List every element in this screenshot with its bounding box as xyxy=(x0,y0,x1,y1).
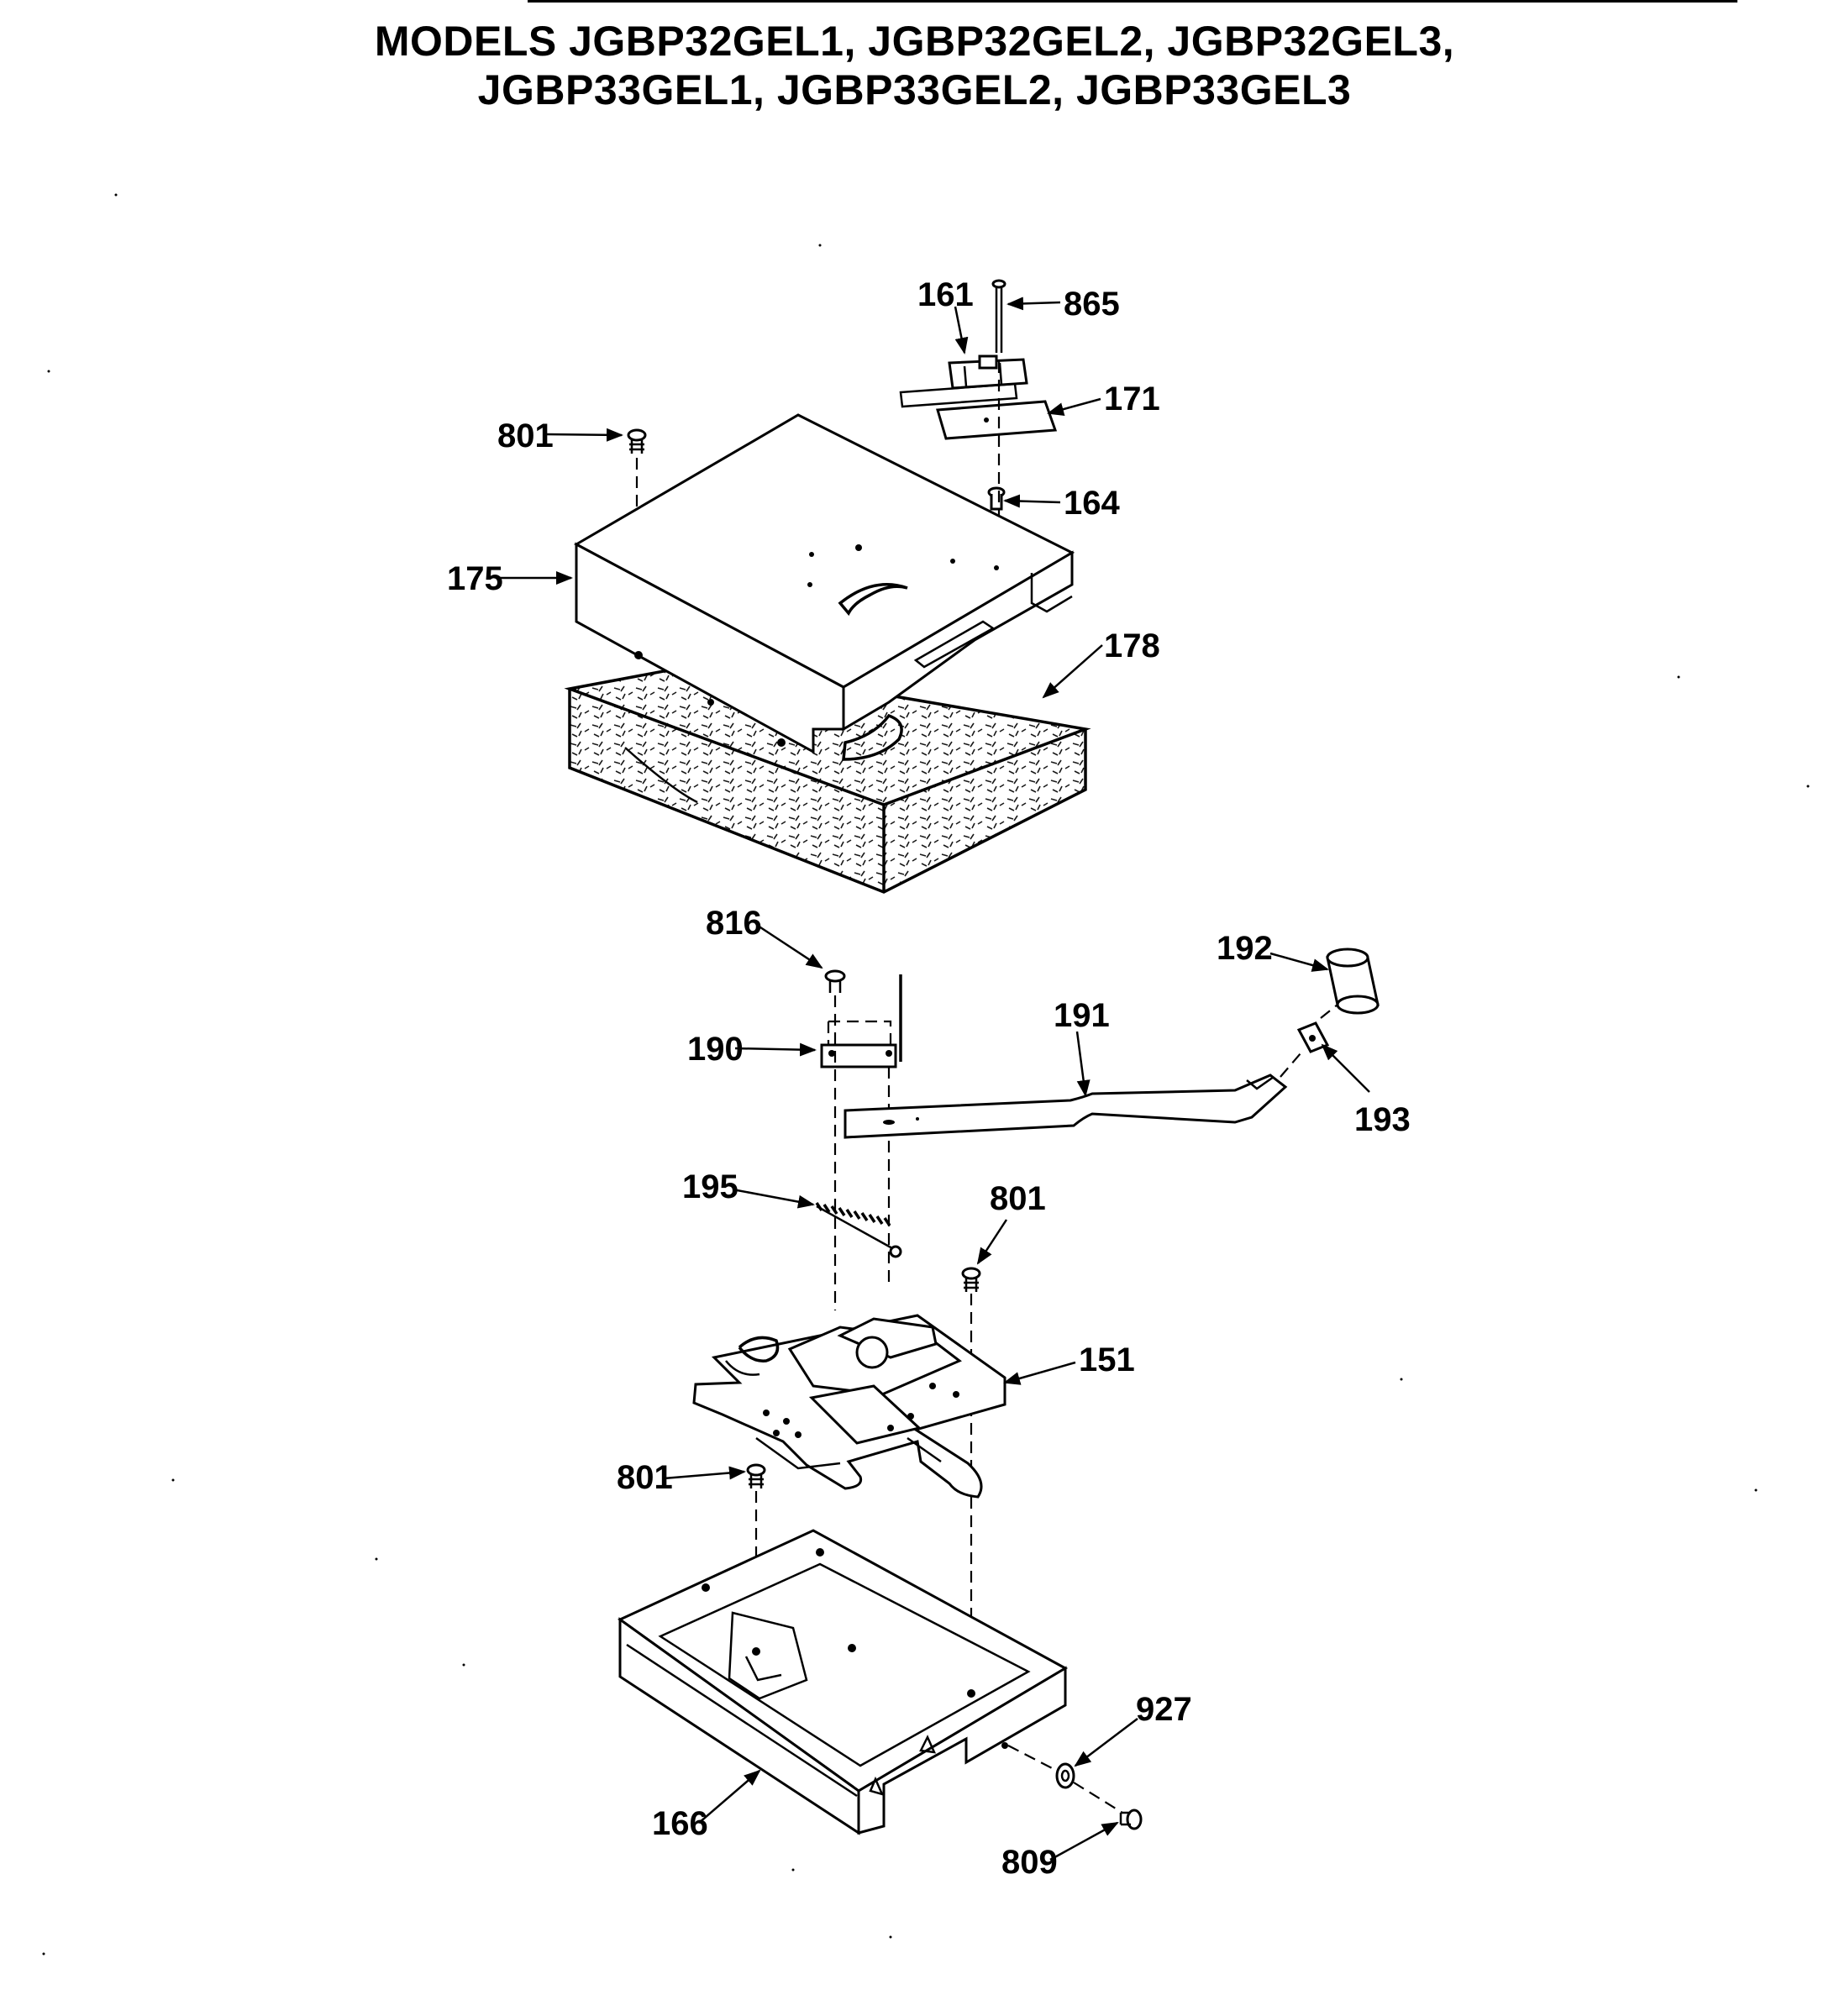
callout-171: 171 xyxy=(1104,381,1160,417)
scan-specks xyxy=(42,193,1810,1956)
callout-191: 191 xyxy=(1054,997,1110,1034)
part-171-plate xyxy=(936,400,1058,440)
models-title-line-1: MODELS JGBP32GEL1, JGBP32GEL2, JGBP32GEL… xyxy=(374,18,1455,65)
callout-161: 161 xyxy=(917,276,974,313)
part-801-lower-screw xyxy=(746,1463,766,1488)
callout-193: 193 xyxy=(1354,1101,1411,1138)
part-801-top-screw xyxy=(627,428,647,454)
callout-166: 166 xyxy=(652,1805,708,1842)
part-192-knob xyxy=(1326,948,1380,1015)
part-801-middle-screw xyxy=(961,1267,981,1292)
leader-lines xyxy=(500,297,1370,1861)
part-809-screw xyxy=(1119,1809,1143,1830)
part-166-base-pan xyxy=(618,1529,1069,1835)
part-151-latch-mechanism xyxy=(692,1314,1006,1499)
top-rule xyxy=(528,0,1737,3)
assembly-line-192 xyxy=(1280,1004,1338,1078)
callout-192: 192 xyxy=(1217,930,1273,967)
callout-175: 175 xyxy=(447,560,503,597)
part-865-screw xyxy=(991,279,1006,353)
part-164-rivet xyxy=(987,486,1006,511)
callout-195: 195 xyxy=(682,1168,738,1205)
callout-809: 809 xyxy=(1001,1844,1058,1881)
part-191-latch-handle xyxy=(844,1074,1288,1139)
callout-801-lower: 801 xyxy=(617,1459,673,1496)
part-195-spring xyxy=(815,1202,902,1258)
callout-178: 178 xyxy=(1104,627,1160,664)
part-178-insulation xyxy=(564,662,1091,894)
callout-927: 927 xyxy=(1136,1691,1192,1728)
part-927-washer xyxy=(1055,1762,1075,1789)
callout-816: 816 xyxy=(706,905,762,942)
callout-164: 164 xyxy=(1064,485,1120,522)
callout-190: 190 xyxy=(687,1031,744,1068)
part-190-bracket xyxy=(820,974,902,1068)
part-161-switch xyxy=(899,354,1028,408)
part-175-cover xyxy=(573,413,1075,761)
callout-151: 151 xyxy=(1079,1341,1135,1378)
models-title-line-2: JGBP33GEL1, JGBP33GEL2, JGBP33GEL3 xyxy=(477,66,1352,113)
callout-865: 865 xyxy=(1064,286,1120,323)
part-816-screw xyxy=(824,969,846,993)
callout-801-middle: 801 xyxy=(990,1180,1046,1217)
assembly-line-809 xyxy=(1007,1745,1123,1814)
part-193-clip xyxy=(1296,1021,1330,1053)
callout-801-top: 801 xyxy=(497,417,554,454)
